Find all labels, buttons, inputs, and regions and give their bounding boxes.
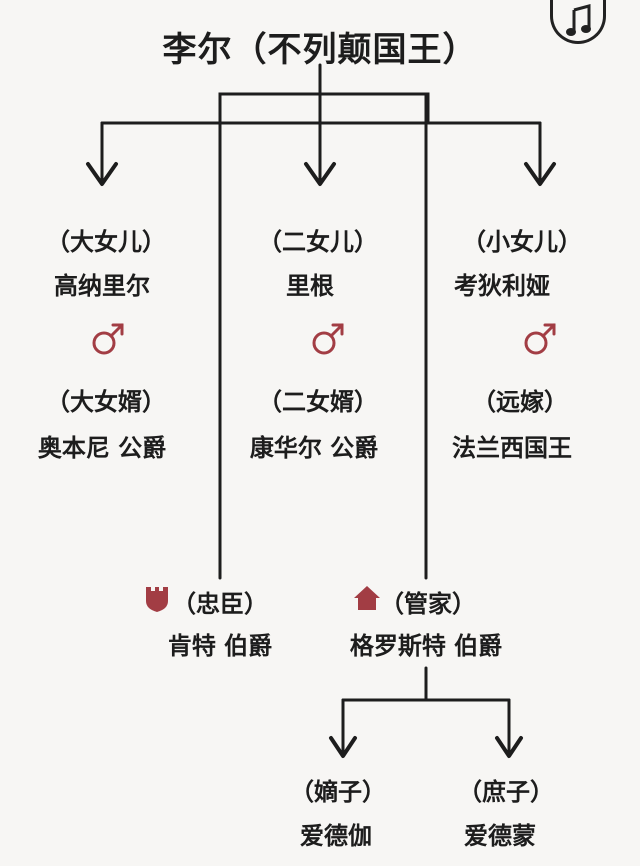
spouse-2-role: （二女婿） <box>258 388 378 416</box>
spouse-3-role: （远嫁） <box>472 388 568 416</box>
male-symbol-icon <box>92 323 124 355</box>
arrowhead-d2 <box>304 162 336 186</box>
male-symbol-icon <box>312 323 344 355</box>
arrowhead-s2 <box>495 736 523 758</box>
son-1-name: 爱德伽 <box>300 822 372 850</box>
gloucester-name: 格罗斯特 伯爵 <box>349 632 503 660</box>
gloucester-role: （管家） <box>380 590 476 618</box>
spouse-2-name: 康华尔 公爵 <box>249 434 379 462</box>
spouse-1-name: 奥本尼 公爵 <box>37 434 167 462</box>
daughter-3-name: 考狄利娅 <box>454 272 550 300</box>
house-icon <box>354 586 380 610</box>
male-symbol-icon <box>524 323 556 355</box>
spouse-1-role: （大女婿） <box>46 388 166 416</box>
kent-role: （忠臣） <box>172 590 268 618</box>
root-title: 李尔（不列颠国王） <box>162 30 478 70</box>
son-2-role: （庶子） <box>458 778 554 806</box>
castle-shield-icon <box>146 587 168 612</box>
arrowhead-d1 <box>86 162 118 186</box>
daughter-1-name: 高纳里尔 <box>54 272 150 300</box>
spouse-3-name: 法兰西国王 <box>452 434 572 462</box>
music-note-icon <box>566 4 591 36</box>
daughter-2-role: （二女儿） <box>258 228 378 256</box>
arrowhead-d3 <box>524 162 556 186</box>
connector-top-bracket <box>218 92 430 124</box>
kent-name: 肯特 伯爵 <box>167 632 273 660</box>
music-toggle-button[interactable] <box>550 0 606 44</box>
daughter-1-role: （大女儿） <box>46 228 166 256</box>
son-2-name: 爱德蒙 <box>464 822 536 850</box>
arrowhead-s1 <box>329 736 357 758</box>
daughter-2-name: 里根 <box>286 272 334 300</box>
daughter-3-role: （小女儿） <box>462 228 582 256</box>
son-1-role: （嫡子） <box>290 778 386 806</box>
